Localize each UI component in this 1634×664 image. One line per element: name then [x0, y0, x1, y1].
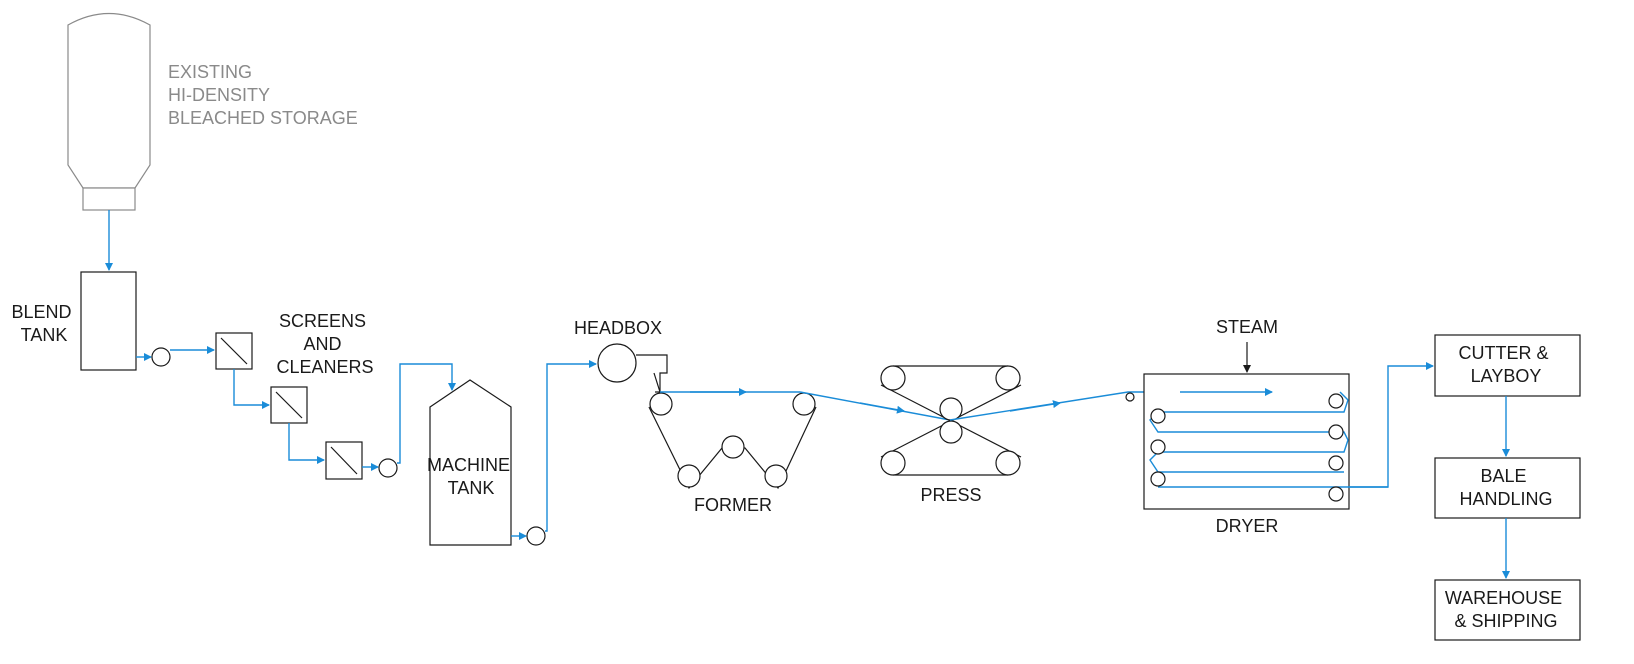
storage-label-line-1: EXISTING	[168, 62, 252, 82]
blend-tank-label-line-2: TANK	[21, 325, 68, 345]
dryer-roll-r1	[1328, 393, 1344, 409]
flow-screen2-to-screen3	[288, 423, 325, 464]
machine-tank	[429, 379, 512, 546]
press-roll-2	[995, 365, 1021, 391]
flow-screen1-to-screen2	[233, 369, 270, 409]
dryer-roll-l1	[1150, 408, 1166, 424]
machine-tank-label-line-1: MACHINE	[427, 455, 510, 475]
dryer-roll-r3	[1328, 455, 1344, 471]
flow-dryer-to-cutter	[1348, 362, 1434, 488]
former	[648, 392, 817, 490]
press	[880, 365, 1022, 476]
screens-label-line-2: AND	[303, 334, 341, 354]
screens-label: SCREENS AND CLEANERS	[276, 311, 373, 377]
pump-1	[151, 347, 171, 367]
cutter-label-line-2: LAYBOY	[1471, 366, 1542, 386]
press-roll-bottom	[939, 420, 963, 444]
warehouse-label-line-1: WAREHOUSE	[1445, 588, 1562, 608]
warehouse-shipping-label: WAREHOUSE & SHIPPING	[1445, 588, 1567, 631]
screen-1	[215, 332, 253, 370]
press-roll-4	[995, 450, 1021, 476]
storage-label-line-2: HI-DENSITY	[168, 85, 270, 105]
storage-label-line-3: BLEACHED STORAGE	[168, 108, 358, 128]
headbox-label: HEADBOX	[574, 318, 662, 338]
warehouse-shipping-box	[1434, 579, 1581, 641]
press-label: PRESS	[920, 485, 981, 505]
headbox	[597, 343, 668, 393]
existing-storage-silo	[67, 12, 151, 211]
dryer-box	[1143, 373, 1350, 510]
screen-3	[325, 441, 363, 480]
cutter-label-line-1: CUTTER &	[1458, 343, 1548, 363]
arrow-press-to-dryer	[1009, 400, 1061, 412]
dryer-roll-r4	[1328, 486, 1344, 502]
flow-pump2-to-machine-tank	[397, 363, 456, 464]
former-roll-2	[792, 392, 816, 416]
dryer-rolls	[1150, 393, 1344, 502]
dryer-entry-roll	[1125, 392, 1135, 402]
former-label: FORMER	[694, 495, 772, 515]
pump-3	[526, 526, 546, 546]
dryer-roll-r2	[1328, 424, 1344, 440]
warehouse-label-line-2: & SHIPPING	[1454, 611, 1557, 631]
dryer-roll-l3	[1150, 471, 1166, 487]
bale-handling-box	[1434, 457, 1581, 519]
storage-label: EXISTING HI-DENSITY BLEACHED STORAGE	[168, 62, 358, 128]
dryer-label: DRYER	[1216, 516, 1279, 536]
blend-tank	[80, 271, 137, 371]
bale-label-line-1: BALE	[1480, 466, 1526, 486]
press-roll-top	[939, 397, 963, 421]
cutter-layboy-box	[1434, 334, 1581, 397]
flow-pump3-to-headbox	[545, 360, 597, 532]
cutter-layboy-label: CUTTER & LAYBOY	[1458, 343, 1553, 386]
bale-label-line-2: HANDLING	[1459, 489, 1552, 509]
bale-handling-label: BALE HANDLING	[1459, 466, 1552, 509]
screen-2	[270, 386, 308, 424]
screens-label-line-1: SCREENS	[279, 311, 366, 331]
steam-label: STEAM	[1216, 317, 1278, 337]
former-roll-4	[721, 435, 745, 459]
former-roll-1	[649, 392, 673, 416]
dryer-roll-l2	[1150, 439, 1166, 455]
blend-tank-label: BLEND TANK	[11, 302, 76, 345]
screens-label-line-3: CLEANERS	[276, 357, 373, 377]
press-roll-1	[880, 365, 906, 391]
press-roll-3	[880, 450, 906, 476]
machine-tank-label: MACHINE TANK	[427, 455, 515, 498]
former-roll-5	[764, 464, 788, 488]
blend-tank-label-line-1: BLEND	[11, 302, 71, 322]
arrow-former-to-press	[859, 402, 905, 414]
former-roll-3	[677, 464, 701, 488]
machine-tank-label-line-2: TANK	[448, 478, 495, 498]
pump-2	[378, 458, 398, 478]
